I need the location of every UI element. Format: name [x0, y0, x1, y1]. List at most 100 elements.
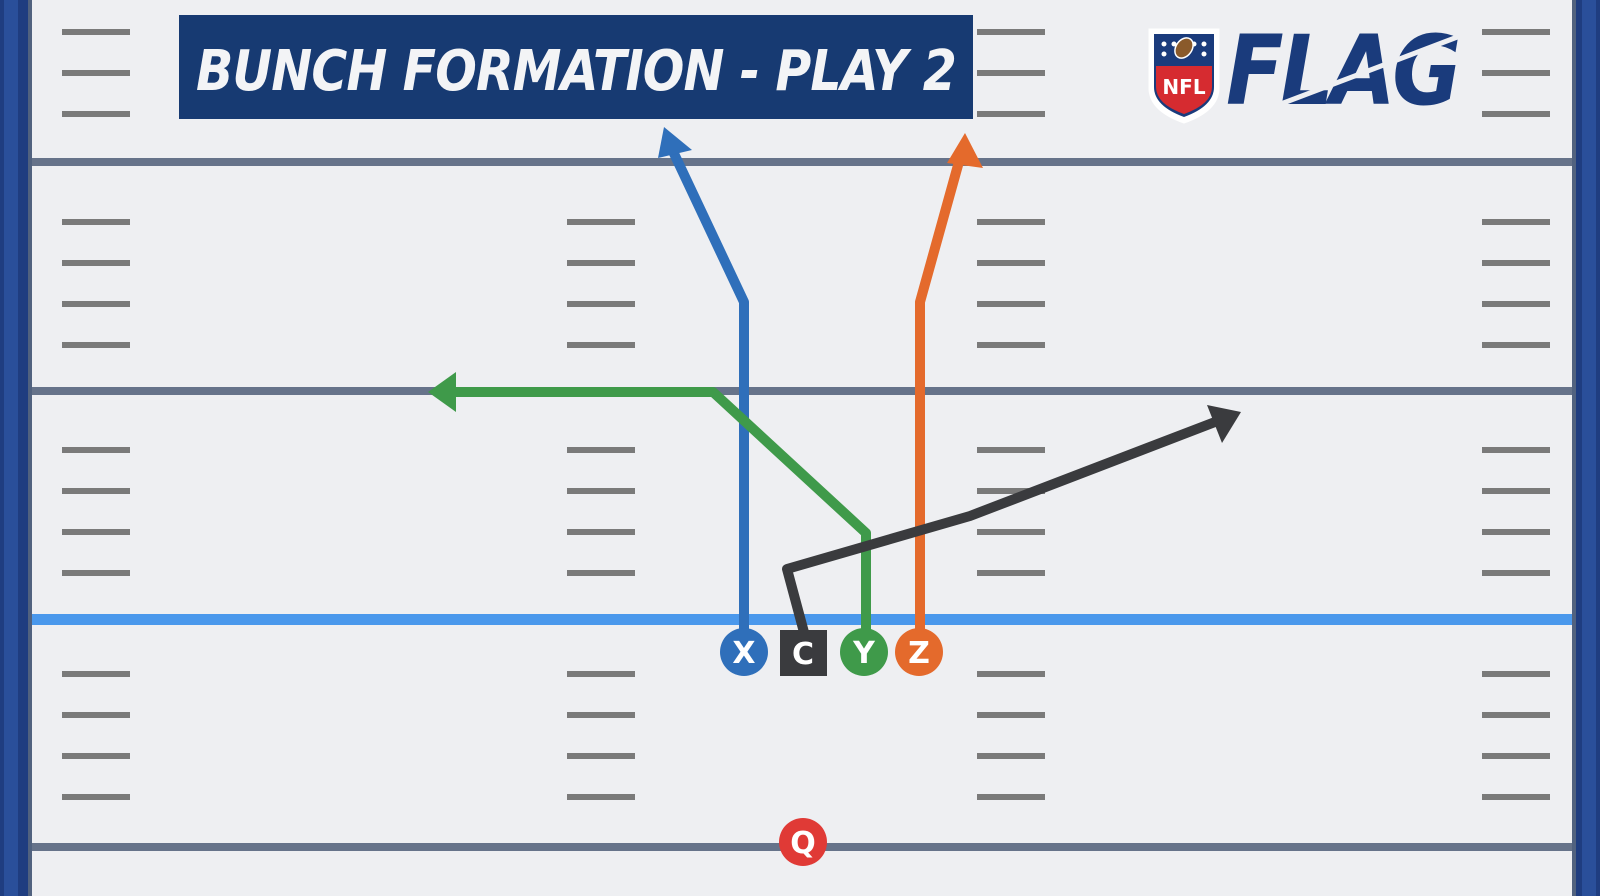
nfl-shield-icon: NFL [1148, 28, 1220, 124]
hash-mark [1482, 70, 1550, 76]
route-c-path [782, 417, 1217, 638]
hash-mark [62, 753, 130, 759]
hash-mark [1482, 260, 1550, 266]
route-c-arrowhead [1207, 405, 1241, 443]
hash-mark [977, 488, 1045, 494]
players: X C Y Z Q [720, 628, 943, 866]
hash-mark [567, 671, 635, 677]
hash-mark [1482, 753, 1550, 759]
nfl-flag-logo: NFL FLAG [1148, 15, 1462, 127]
route-y-path [450, 387, 871, 637]
hash-mark [1482, 671, 1550, 677]
hash-mark [567, 529, 635, 535]
hash-mark [1482, 342, 1550, 348]
right-sideline [1572, 0, 1576, 896]
hash-mark [62, 529, 130, 535]
hash-mark [977, 301, 1045, 307]
hash-mark [977, 529, 1045, 535]
player-c-marker [780, 630, 827, 676]
player-y-label: Y [852, 636, 876, 671]
hash-mark [977, 219, 1045, 225]
shield-text: NFL [1162, 75, 1205, 99]
routes [428, 127, 1241, 638]
hash-mark [62, 570, 130, 576]
hash-mark [62, 260, 130, 266]
route-z-arrowhead [947, 133, 983, 168]
hash-mark [62, 219, 130, 225]
hash-mark [62, 70, 130, 76]
route-y [428, 372, 871, 637]
hash-mark [567, 219, 635, 225]
hash-mark [567, 447, 635, 453]
hash-mark [977, 342, 1045, 348]
hash-mark [1482, 570, 1550, 576]
hash-mark [1482, 301, 1550, 307]
hash-mark [567, 712, 635, 718]
hash-mark [567, 794, 635, 800]
player-c: C [780, 630, 827, 676]
hash-mark [1482, 219, 1550, 225]
route-x-path [665, 142, 749, 637]
hash-mark [567, 570, 635, 576]
player-q-label: Q [790, 826, 816, 861]
player-x-label: X [732, 636, 755, 671]
hash-mark [567, 753, 635, 759]
title: BUNCH FORMATION - PLAY 2 [196, 39, 956, 104]
hash-mark [977, 712, 1045, 718]
hash-mark [567, 301, 635, 307]
player-y-marker [840, 628, 888, 676]
hash-marks [62, 29, 1550, 800]
hash-mark [62, 671, 130, 677]
hash-mark [62, 712, 130, 718]
hash-mark [62, 29, 130, 35]
title-banner: BUNCH FORMATION - PLAY 2 [179, 15, 973, 119]
route-c [782, 405, 1241, 638]
player-z-label: Z [908, 636, 930, 671]
yard-line-1 [32, 158, 1572, 166]
hash-mark [62, 447, 130, 453]
left-border-stripe [4, 0, 18, 896]
player-z-marker [895, 628, 943, 676]
player-z: Z [895, 628, 943, 676]
left-sideline [28, 0, 32, 896]
hash-mark [977, 29, 1045, 35]
hash-mark [977, 70, 1045, 76]
hash-mark [62, 111, 130, 117]
player-x: X [720, 628, 768, 676]
hash-mark [1482, 29, 1550, 35]
hash-mark [62, 488, 130, 494]
hash-mark [1482, 794, 1550, 800]
turf [32, 0, 1576, 896]
player-q-marker [779, 818, 827, 866]
hash-mark [567, 260, 635, 266]
player-c-label: C [792, 637, 814, 672]
route-y-arrowhead [428, 372, 456, 412]
hash-mark [977, 794, 1045, 800]
route-x-arrowhead [658, 127, 692, 158]
hash-mark [977, 570, 1045, 576]
hash-mark [62, 301, 130, 307]
hash-mark [977, 447, 1045, 453]
hash-mark [977, 111, 1045, 117]
player-x-marker [720, 628, 768, 676]
right-border-stripe [1582, 0, 1596, 896]
hash-mark [977, 753, 1045, 759]
hash-mark [977, 260, 1045, 266]
route-x [658, 127, 749, 637]
hash-mark [977, 671, 1045, 677]
player-y: Y [840, 628, 888, 676]
player-q: Q [779, 818, 827, 866]
hash-mark [1482, 447, 1550, 453]
hash-mark [62, 794, 130, 800]
hash-mark [1482, 111, 1550, 117]
hash-mark [62, 342, 130, 348]
hash-mark [567, 488, 635, 494]
hash-mark [1482, 529, 1550, 535]
logo-swoosh [1227, 33, 1461, 127]
title-background [179, 15, 973, 119]
hash-mark [567, 342, 635, 348]
hash-mark [1482, 488, 1550, 494]
yard-line-2 [32, 387, 1572, 395]
